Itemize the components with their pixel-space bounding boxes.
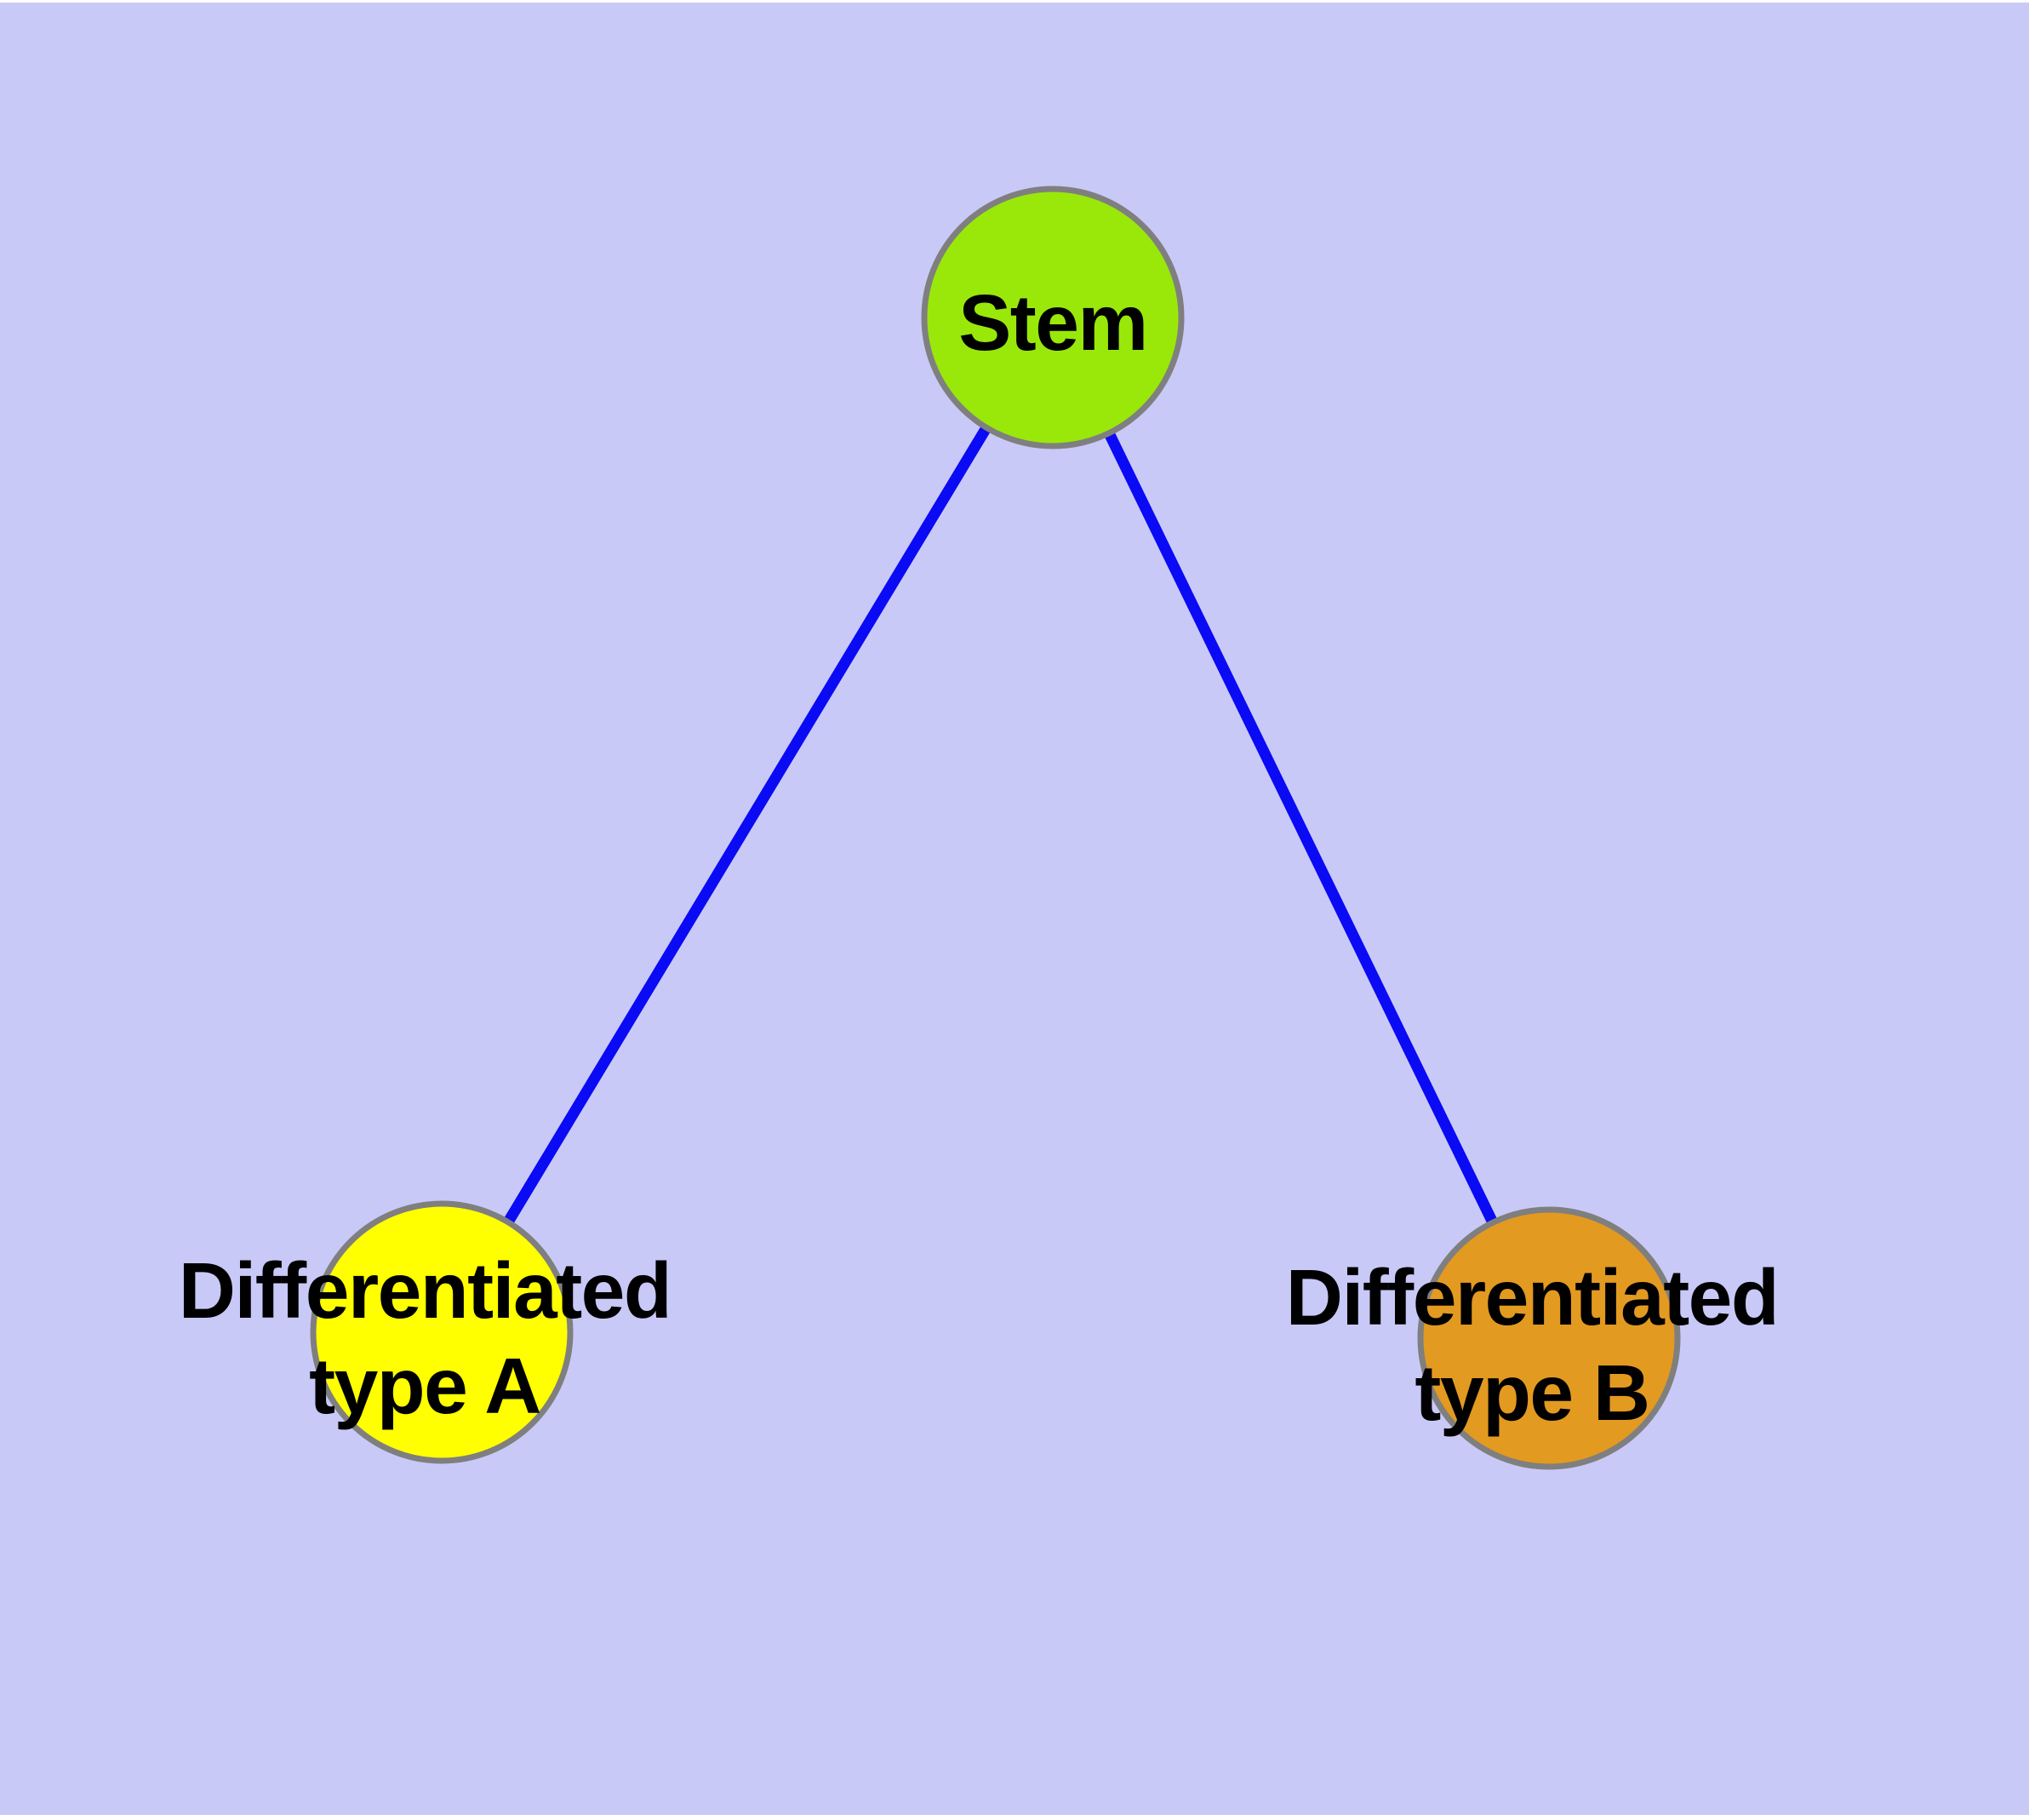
edge-stem-to-type-b xyxy=(1048,315,1554,1341)
stem-node-label: Stem xyxy=(958,278,1146,367)
type-b-node-label-line1: Differentiated xyxy=(1286,1253,1778,1342)
top-edge-strip xyxy=(0,0,2029,3)
type-b-node-label-line2: type B xyxy=(1415,1348,1649,1437)
type-a-node-label-line1: Differentiated xyxy=(179,1246,671,1335)
bottom-edge-strip xyxy=(0,1815,2029,1820)
stem-node xyxy=(921,186,1185,449)
type-a-node-label-line2: type A xyxy=(309,1342,540,1430)
type-a-node xyxy=(310,1200,574,1464)
type-b-node xyxy=(1417,1206,1681,1470)
edge-stem-to-type-a xyxy=(437,314,1058,1336)
